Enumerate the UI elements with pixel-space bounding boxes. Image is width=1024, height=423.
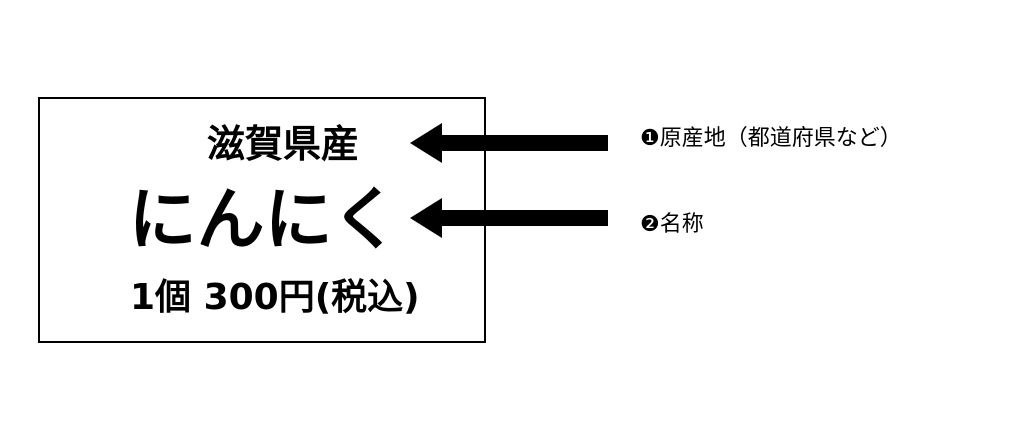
arrow-left-icon (410, 198, 608, 238)
price-text: 1個 300円(税込) (130, 277, 420, 318)
origin-text: 滋賀県産 (206, 122, 359, 166)
arrow-origin-shape (410, 123, 608, 163)
annotation-origin: ❶原産地（都道府県など） (640, 126, 902, 151)
arrow-left-icon (410, 123, 608, 163)
product-label: 滋賀県産 にんにく 1個 300円(税込) (38, 97, 486, 343)
annotation-name: ❷名称 (640, 212, 704, 237)
arrow-name-shape (410, 198, 608, 238)
product-name-text: にんにく (128, 181, 400, 260)
